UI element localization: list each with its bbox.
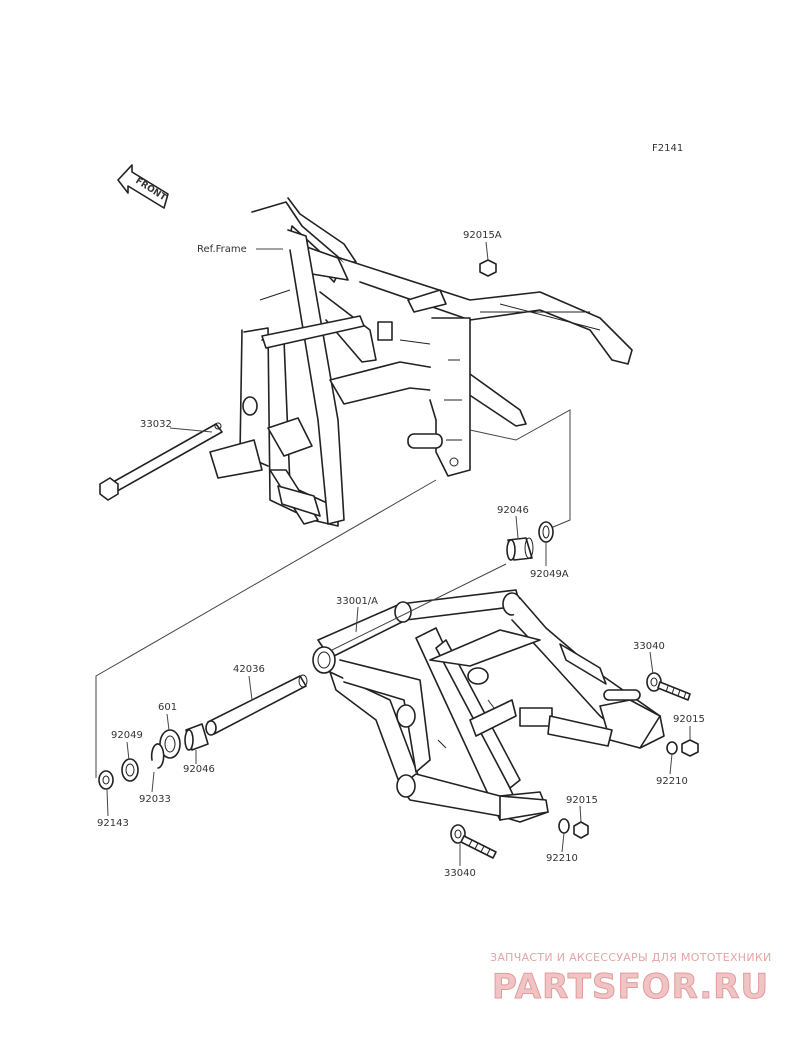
callout-92143: 92143 bbox=[97, 818, 129, 829]
seal-92049a-part bbox=[538, 521, 554, 543]
pivot-shaft-part bbox=[99, 422, 223, 501]
ref-frame-label: Ref.Frame bbox=[197, 244, 247, 255]
callout-33040-right: 33040 bbox=[633, 641, 665, 652]
bearing-92046-bottom-part bbox=[184, 723, 209, 751]
diagram-code: F2141 bbox=[652, 143, 683, 154]
collar-42036-part bbox=[205, 674, 308, 736]
callout-92210-bottom: 92210 bbox=[546, 853, 578, 864]
callout-92015-bottom: 92015 bbox=[566, 795, 598, 806]
callout-92049: 92049 bbox=[111, 730, 143, 741]
callout-92210-right: 92210 bbox=[656, 776, 688, 787]
frame-drawing bbox=[95, 197, 633, 778]
callout-92046-bottom: 92046 bbox=[183, 764, 215, 775]
callout-92049a: 92049A bbox=[530, 569, 569, 580]
callout-33032: 33032 bbox=[140, 419, 172, 430]
cap-92143-part bbox=[98, 770, 114, 790]
seal-92049-part bbox=[121, 758, 139, 782]
adjuster-bolt-33040-right-part bbox=[646, 672, 691, 701]
nut-92015a-part bbox=[479, 259, 497, 277]
nut-92015-bottom-part bbox=[573, 821, 589, 839]
callout-42036: 42036 bbox=[233, 664, 265, 675]
watermark-tagline: ЗАПЧАСТИ И АКСЕССУАРЫ ДЛЯ МОТОТЕХНИКИ bbox=[490, 951, 772, 964]
bearing-92046-top-part bbox=[506, 537, 534, 561]
watermark-brand: PARTSFOR.RU bbox=[492, 967, 769, 1007]
callout-92033: 92033 bbox=[139, 794, 171, 805]
bearing-601-part bbox=[159, 729, 181, 759]
nut-92015-right-part bbox=[681, 739, 699, 757]
callout-33040-bottom: 33040 bbox=[444, 868, 476, 879]
callout-92015a: 92015A bbox=[463, 230, 502, 241]
callout-92015-right: 92015 bbox=[673, 714, 705, 725]
swingarm-33001a-part bbox=[312, 589, 665, 823]
callout-601: 601 bbox=[158, 702, 177, 713]
circlip-92033-part bbox=[150, 743, 165, 769]
washer-92210-right-part bbox=[666, 741, 678, 755]
washer-92210-bottom-part bbox=[558, 818, 570, 834]
callout-92046-top: 92046 bbox=[497, 505, 529, 516]
adjuster-bolt-33040-bottom-part bbox=[450, 824, 497, 859]
front-arrow-icon: FRONT bbox=[117, 164, 169, 209]
callout-33001a: 33001/A bbox=[336, 596, 378, 607]
